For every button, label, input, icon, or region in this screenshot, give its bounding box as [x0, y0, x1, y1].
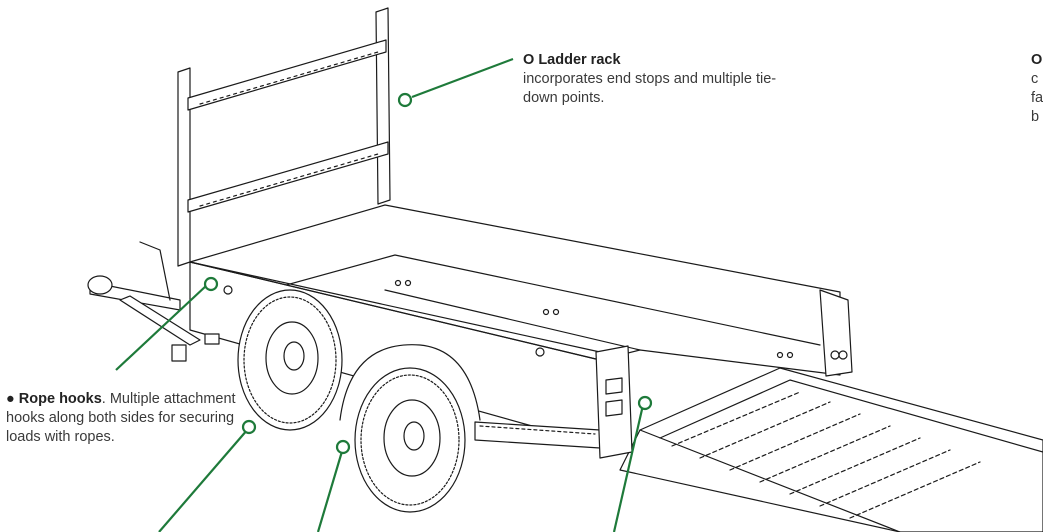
- wheel-marker-icon: [241, 419, 257, 435]
- hinge-leader: [612, 404, 645, 532]
- rope-hooks-callout: ● Rope hooks. Multiple attachment hooks …: [6, 390, 246, 447]
- ladder-rack-description: incorporates end stops and multiple tie-…: [523, 71, 777, 106]
- hinge-post: [595, 345, 633, 459]
- rear-wheel: [237, 289, 343, 431]
- ladder-rack-illustration: [177, 7, 391, 267]
- ladder-rack-marker-icon: [397, 92, 413, 108]
- rope-hooks-marker-icon: [203, 276, 219, 292]
- filled-circle-icon: ●: [6, 391, 15, 407]
- mudguard-marker-icon: [335, 439, 351, 455]
- wheel-leader: [158, 428, 249, 532]
- hinge-marker-icon: [637, 395, 653, 411]
- mudguard-leader: [316, 447, 345, 532]
- rope-hooks-leader: [115, 284, 208, 371]
- cut-off-line-2: fa: [1031, 90, 1043, 106]
- ladder-rack-title: Ladder rack: [538, 52, 621, 68]
- leader-markers: [203, 92, 653, 455]
- hollow-circle-icon: O: [1031, 52, 1043, 68]
- rope-hooks-title: Rope hooks: [18, 391, 102, 407]
- ladder-rack-leader: [411, 57, 514, 99]
- ladder-rack-callout: O Ladder rack incorporates end stops and…: [523, 51, 783, 108]
- drawbar-hitch: [87, 241, 220, 362]
- tailgate-ramp: [619, 367, 1043, 532]
- cut-off-line-1: c: [1031, 71, 1039, 87]
- cut-off-callout: O c fa b: [1031, 51, 1043, 127]
- leader-lines: [115, 57, 645, 532]
- front-wheel: [339, 344, 481, 513]
- rope-hooks-description: . Multiple attachment hooks along both s…: [6, 391, 236, 445]
- cut-off-line-3: b: [1031, 109, 1040, 125]
- hollow-circle-icon: O: [523, 52, 535, 68]
